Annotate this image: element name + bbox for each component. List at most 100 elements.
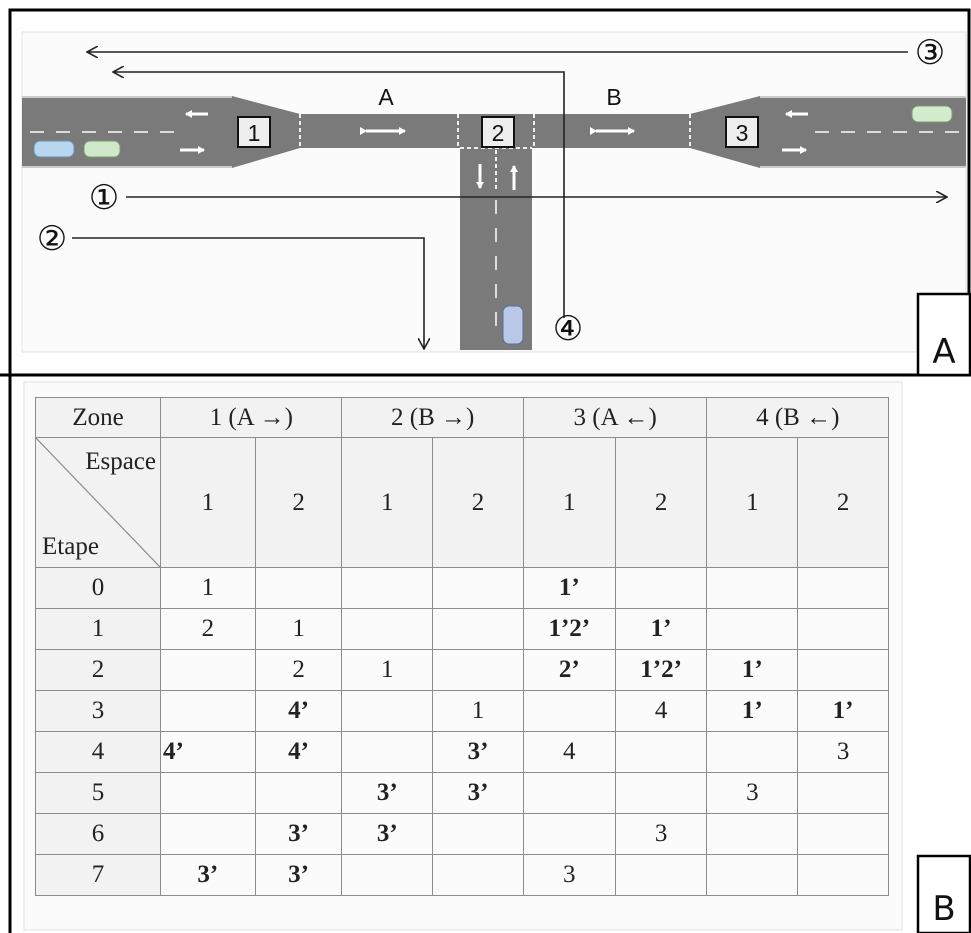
table-cell: [341, 608, 434, 650]
car-icon: [33, 140, 75, 158]
table-cell: 2: [160, 608, 256, 650]
table-cell: [341, 690, 434, 732]
etape-cell: 7: [35, 854, 161, 896]
table-cell: 3’: [254, 813, 343, 855]
panel-b-letter: B: [932, 889, 955, 929]
table-cell: [797, 567, 889, 609]
table-cell: [797, 772, 889, 814]
table-cell: 1’2’: [522, 608, 616, 650]
etape-cell: 5: [35, 772, 161, 814]
segment-label-a: A: [378, 84, 394, 110]
zone-1-header: 1 (A →): [159, 397, 343, 438]
zone-3-header: 3 (A ←): [522, 397, 708, 438]
etape-cell: 1: [35, 608, 161, 650]
table-cell: [341, 567, 434, 609]
table-cell: 4’: [254, 690, 343, 732]
table-cell: [706, 567, 799, 609]
table-cell: 1: [160, 567, 256, 609]
table-cell: 4’: [254, 731, 343, 773]
route-2: [72, 237, 424, 348]
table-cell: 3: [614, 813, 708, 855]
corner-header: Espace Etape: [35, 437, 161, 568]
table-cell: [797, 813, 889, 855]
table-cell: 3: [706, 772, 799, 814]
cars: [33, 105, 953, 345]
table-cell: [706, 731, 799, 773]
table-cell: [160, 690, 256, 732]
table-cell: [254, 772, 343, 814]
panel-a-label-box: [916, 292, 971, 377]
zone-box-label: 2: [492, 120, 505, 146]
zone-box-label: 1: [248, 120, 261, 146]
table-cell: [614, 854, 708, 896]
table-cell: 4: [522, 731, 616, 773]
table-cell: 2’: [522, 649, 616, 691]
table-cell: [160, 813, 256, 855]
table-cell: [797, 854, 889, 896]
table-cell: 1’: [706, 649, 799, 691]
table-cell: [522, 813, 616, 855]
table-cell: [341, 854, 434, 896]
space-label: 2: [614, 437, 708, 568]
space-label: 1: [706, 437, 799, 568]
corner-espace-label: Espace: [85, 448, 156, 475]
table-cell: [522, 772, 616, 814]
space-label: 2: [254, 437, 343, 568]
car-icon: [911, 105, 953, 123]
route-marker-2: ②: [37, 219, 67, 259]
zone-4-header: 4 (B ←): [706, 397, 889, 438]
car-icon: [83, 140, 121, 158]
table-cell: [432, 813, 524, 855]
table-cell: [432, 567, 524, 609]
route-4: [114, 72, 565, 318]
route-marker-4: ④: [553, 309, 583, 349]
table-cell: 1’2’: [614, 649, 708, 691]
table-cell: 3: [522, 854, 616, 896]
space-label: 2: [797, 437, 889, 568]
etape-cell: 2: [35, 649, 161, 691]
routes: [72, 52, 946, 348]
table-cell: 2: [254, 649, 343, 691]
table-cell: [706, 854, 799, 896]
table-cell: [706, 813, 799, 855]
corner-etape-label: Etape: [42, 533, 99, 560]
table-cell: 3’: [254, 854, 343, 896]
route-marker-3: ③: [915, 33, 945, 73]
route-marker-1: ①: [89, 178, 119, 218]
zone-box-label: 3: [736, 120, 749, 146]
schedule-table: Zone 1 (A →) 2 (B →) 3 (A ←) 4 (B ←) Esp…: [35, 397, 889, 896]
etape-cell: 3: [35, 690, 161, 732]
table-cell: [341, 731, 434, 773]
car-icon: [502, 305, 524, 345]
segment-label-b: B: [606, 84, 621, 110]
table-cell: 1’: [614, 608, 708, 650]
zone-2-header: 2 (B →): [341, 397, 524, 438]
panel-b-label-box: [916, 854, 971, 933]
space-label: 2: [432, 437, 524, 568]
zone-header-row: Zone 1 (A →) 2 (B →) 3 (A ←) 4 (B ←): [35, 397, 889, 438]
space-label: 1: [522, 437, 616, 568]
table-cell: 1: [432, 690, 524, 732]
zone-box-3: [725, 116, 759, 148]
table-cell: [614, 772, 708, 814]
table-cell: 1’: [522, 567, 616, 609]
table-cell: [254, 567, 343, 609]
lane-arrows: [180, 110, 808, 190]
space-label: 1: [341, 437, 434, 568]
table-cell: [160, 649, 256, 691]
table-cell: 1: [341, 649, 434, 691]
table-cell: [160, 772, 256, 814]
table-cell: 1: [254, 608, 343, 650]
table-cell: [797, 649, 889, 691]
table-cell: [706, 608, 799, 650]
panel-a-letter: A: [932, 332, 955, 372]
table-cell: 3’: [432, 731, 524, 773]
